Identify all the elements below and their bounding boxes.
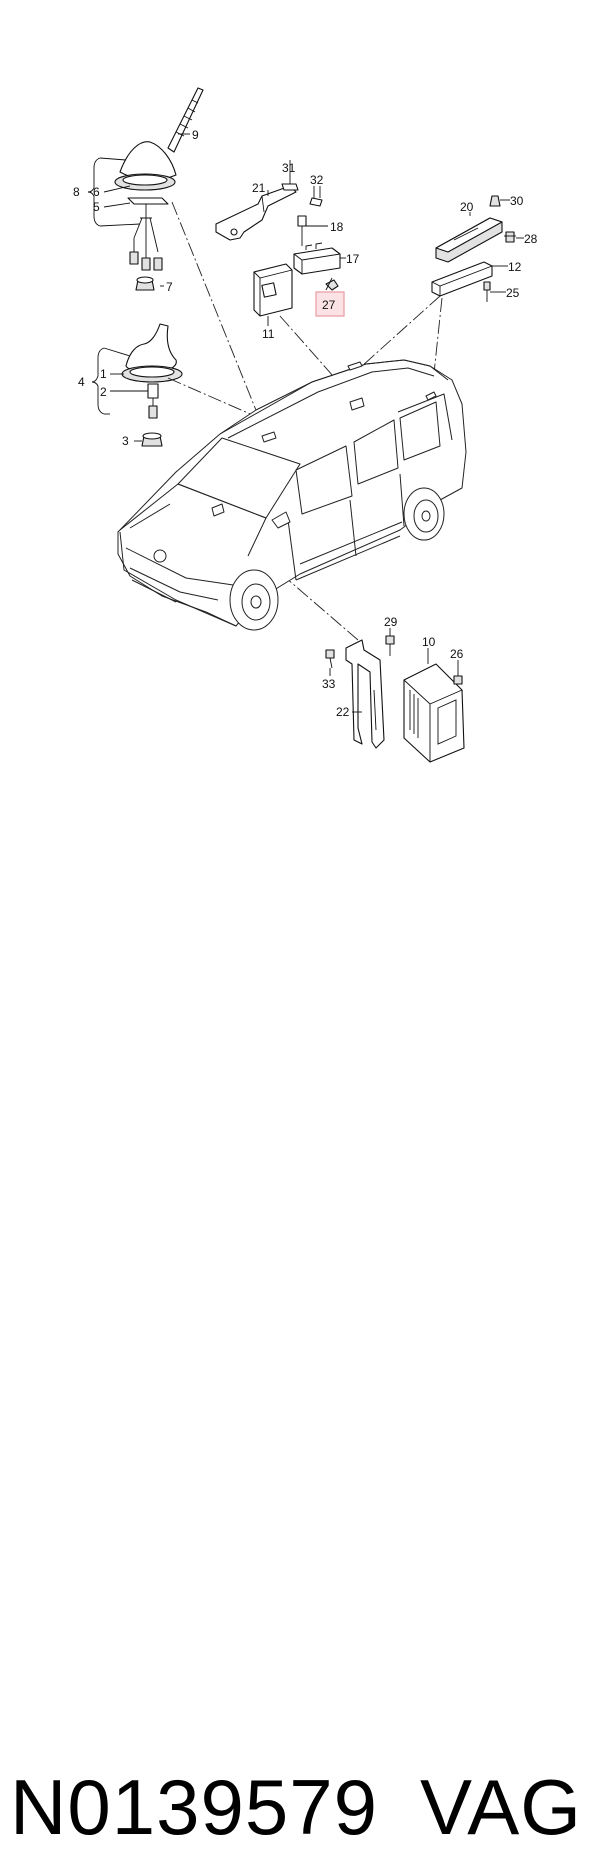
callout-29: 29 [384, 615, 398, 629]
callout-33: 33 [322, 677, 336, 691]
roof-antenna-base-assembly [91, 323, 183, 447]
brand-name: VAG [420, 1763, 582, 1851]
callout-labels: 9 8 6 5 7 1 4 2 3 31 32 21 18 17 27 11 2… [73, 128, 538, 719]
callout-8: 8 [73, 185, 80, 199]
vehicle-illustration [117, 359, 467, 631]
callout-4: 4 [78, 375, 85, 389]
callout-7: 7 [166, 280, 173, 294]
parts-diagram: 9 8 6 5 7 1 4 2 3 31 32 21 18 17 27 11 2… [73, 87, 538, 763]
bottom-module-assembly [325, 628, 465, 763]
roof-module-assembly [431, 195, 524, 302]
callout-10: 10 [422, 635, 436, 649]
callout-26: 26 [450, 647, 464, 661]
callout-3: 3 [122, 434, 129, 448]
highlight-box-27 [315, 291, 345, 317]
callout-27: 27 [322, 298, 336, 312]
callout-18: 18 [330, 220, 344, 234]
callout-9: 9 [192, 128, 199, 142]
roof-antenna-assembly [87, 87, 204, 291]
control-module-assembly [215, 160, 346, 326]
part-number: N0139579 [10, 1763, 378, 1851]
callout-25: 25 [506, 286, 520, 300]
callout-11: 11 [262, 327, 275, 341]
callout-1: 1 [100, 367, 107, 381]
callout-22: 22 [336, 705, 350, 719]
callout-2: 2 [100, 385, 107, 399]
callout-28: 28 [524, 232, 538, 246]
callout-32: 32 [310, 173, 324, 187]
callout-20: 20 [460, 200, 474, 214]
callout-6: 6 [93, 185, 100, 199]
callout-12: 12 [508, 260, 522, 274]
callout-17: 17 [346, 252, 360, 266]
callout-5: 5 [93, 200, 100, 214]
footer: N0139579 VAG [0, 880, 600, 1846]
callout-21: 21 [252, 181, 266, 195]
callout-30: 30 [510, 194, 524, 208]
callout-31: 31 [282, 161, 296, 175]
